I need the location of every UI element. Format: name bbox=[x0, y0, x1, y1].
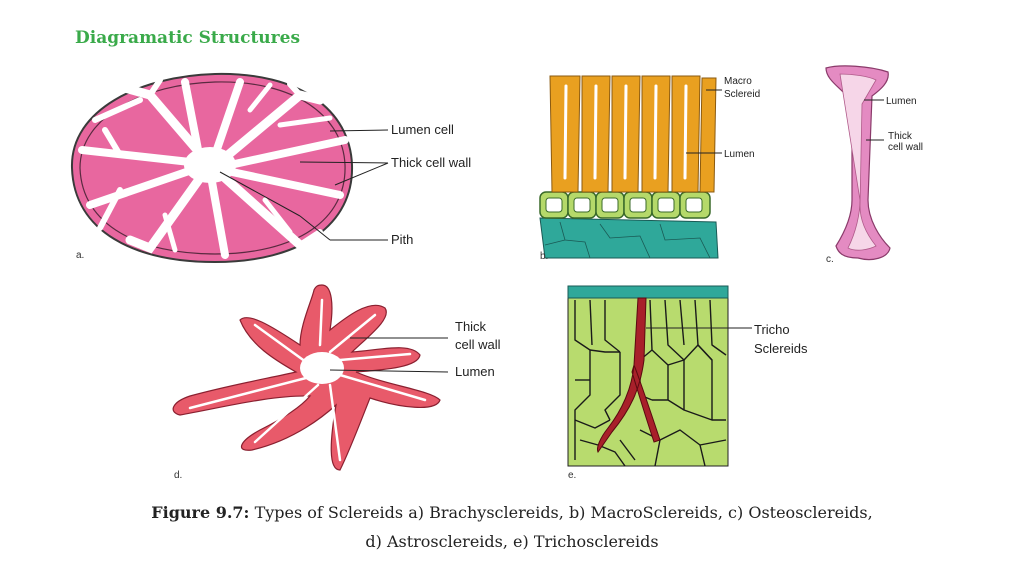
label-macro-line1: Macro bbox=[724, 76, 752, 87]
label-tricho-line1: Tricho bbox=[754, 322, 790, 337]
caption-line-1: Figure 9.7: Types of Sclereids a) Brachy… bbox=[0, 498, 1024, 527]
figure-caption: Figure 9.7: Types of Sclereids a) Brachy… bbox=[0, 498, 1024, 556]
section-heading: Diagramatic Structures bbox=[75, 28, 301, 48]
trichosclereid-cell bbox=[597, 297, 661, 453]
label-astro-thick-line1: Thick bbox=[455, 319, 487, 334]
panel-c-osteosclereid: Lumen Thick cell wall c. bbox=[825, 65, 923, 265]
panel-d-astrosclereid: Thick cell wall Lumen d. bbox=[172, 284, 501, 481]
panel-letter-e: e. bbox=[568, 470, 576, 481]
label-osteo-lumen: Lumen bbox=[886, 96, 917, 107]
panel-letter-d: d. bbox=[174, 470, 182, 481]
panel-b-macrosclereid: Macro Sclereid Lumen b. bbox=[539, 75, 760, 262]
panel-letter-a: a. bbox=[76, 250, 84, 261]
macro-base-tissue bbox=[539, 217, 719, 259]
label-thick-cell-wall: Thick cell wall bbox=[391, 155, 471, 170]
caption-text-line2: d) Astrosclereids, e) Trichosclereids bbox=[365, 532, 659, 551]
label-lumen-cell: Lumen cell bbox=[391, 122, 454, 137]
label-macro-lumen: Lumen bbox=[724, 149, 755, 160]
label-osteo-thick-line2: cell wall bbox=[888, 142, 923, 153]
label-osteo-thick-line1: Thick bbox=[888, 131, 913, 142]
caption-text-line1: Types of Sclereids a) Brachysclereids, b… bbox=[254, 503, 873, 522]
panel-letter-c: c. bbox=[826, 254, 834, 265]
label-tricho-line2: Sclereids bbox=[754, 341, 808, 356]
label-astro-thick-line2: cell wall bbox=[455, 337, 501, 352]
label-astro-lumen: Lumen bbox=[455, 364, 495, 379]
tricho-tissue bbox=[567, 287, 729, 467]
lumen-channels bbox=[78, 77, 349, 259]
panel-letter-b: b. bbox=[540, 251, 548, 262]
panel-a-brachysclereid: Lumen cell Thick cell wall Pith a. bbox=[70, 72, 471, 264]
panel-e-trichosclereid: Tricho Sclereids e. bbox=[567, 285, 808, 481]
label-macro-line2: Sclereid bbox=[724, 89, 760, 100]
label-pith: Pith bbox=[391, 232, 413, 247]
caption-figure-number: Figure 9.7: bbox=[151, 503, 250, 522]
